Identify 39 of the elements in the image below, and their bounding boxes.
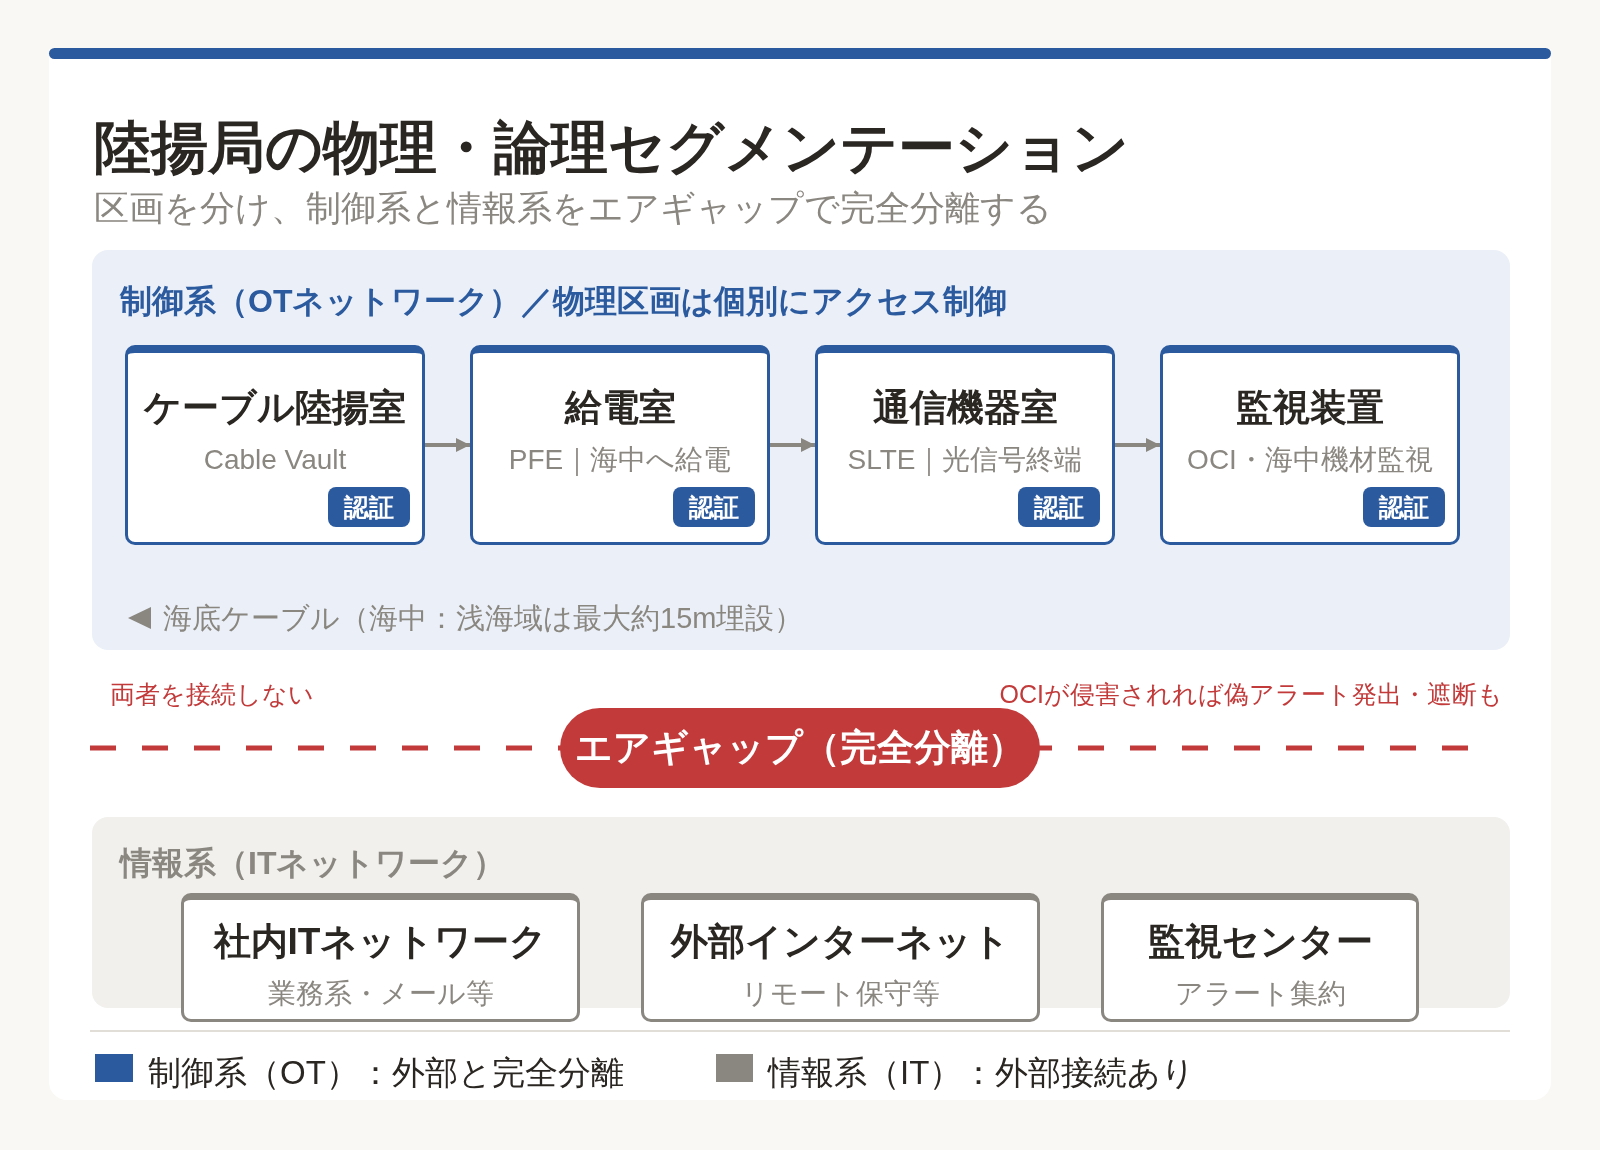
room-card <box>470 345 770 545</box>
room-title: 通信機器室 <box>872 386 1058 430</box>
system-subtitle: 業務系・メール等 <box>267 977 494 1011</box>
auth-badge: 認証 <box>1018 487 1100 527</box>
room-title: 監視装置 <box>1236 386 1384 430</box>
subtitle: 区画を分け、制御系と情報系をエアギャップで完全分離する <box>94 187 1052 229</box>
air-gap-pill: エアギャップ（完全分離） <box>560 708 1040 788</box>
auth-badge: 認証 <box>673 487 755 527</box>
system-card <box>181 893 580 1022</box>
arrow <box>770 438 815 452</box>
legend-text: 情報系（IT）：外部接続あり <box>768 1053 1196 1093</box>
room-subtitle: SLTE｜光信号終端 <box>847 443 1083 477</box>
room-subtitle: OCI・海中機材監視 <box>1187 443 1433 477</box>
auth-badge: 認証 <box>1363 487 1445 527</box>
warning-note: OCIが侵害されれば偽アラート発出・遮断も <box>999 679 1503 709</box>
arrow <box>1115 438 1160 452</box>
system-subtitle: アラート集約 <box>1174 977 1346 1011</box>
system-card <box>641 893 1040 1022</box>
zone-note: 海底ケーブル（海中：浅海域は最大約15m埋設） <box>163 601 804 636</box>
arrow <box>425 438 470 452</box>
room-title: ケーブル陸揚室 <box>144 386 406 430</box>
room-card <box>125 345 425 545</box>
system-card <box>1101 893 1419 1022</box>
system-title: 社内ITネットワーク <box>213 920 548 964</box>
auth-badge: 認証 <box>328 487 410 527</box>
system-title: 外部インターネット <box>671 920 1010 964</box>
zone-heading: 制御系（OTネットワーク）／物理区画は個別にアクセス制御 <box>120 282 1008 321</box>
zone-heading: 情報系（ITネットワーク） <box>120 844 506 883</box>
room-card <box>1160 345 1460 545</box>
room-subtitle: PFE｜海中へ給電 <box>508 443 732 477</box>
system-title: 監視センター <box>1147 920 1373 964</box>
room-subtitle: Cable Vault <box>203 443 347 477</box>
legend-text: 制御系（OT）：外部と完全分離 <box>148 1053 624 1093</box>
warning-note: 両者を接続しない <box>110 679 314 709</box>
ot-zone-panel <box>92 250 1510 650</box>
room-card <box>815 345 1115 545</box>
room-title: 給電室 <box>564 386 676 430</box>
system-subtitle: リモート保守等 <box>741 977 940 1011</box>
title: 陸揚局の物理・論理セグメンテーション <box>94 114 1129 181</box>
